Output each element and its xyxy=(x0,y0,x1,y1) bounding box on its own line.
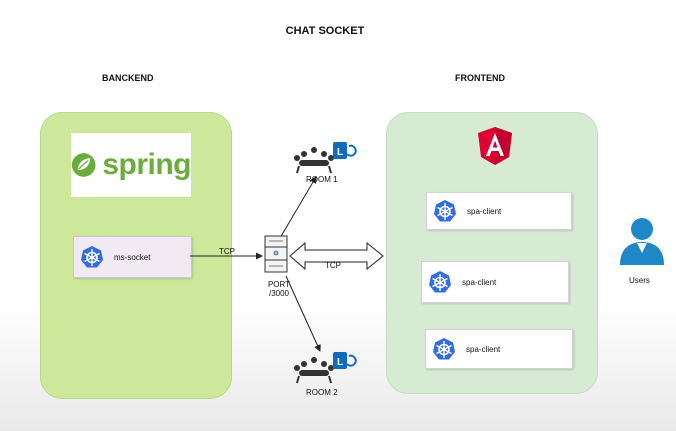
spa-client-label: spa-client xyxy=(467,206,502,216)
port-label-line1: PORT xyxy=(267,280,291,289)
spa-client-label: spa-client xyxy=(466,344,501,354)
server-port-icon xyxy=(264,235,288,273)
spring-logo: spring xyxy=(71,133,191,197)
spring-logo-text: spring xyxy=(102,148,191,181)
svg-text:L: L xyxy=(337,147,343,158)
users-label: Users xyxy=(629,276,650,285)
ms-socket-label: ms-socket xyxy=(114,252,151,262)
tcp-left-label: TCP xyxy=(219,247,235,256)
backend-label: BANCKEND xyxy=(102,73,154,83)
tcp-double-arrow xyxy=(289,241,384,271)
meeting-room-icon: L xyxy=(294,352,357,384)
user-icon xyxy=(620,218,664,265)
meeting-room-icon: L xyxy=(294,142,357,174)
svg-text:L: L xyxy=(337,357,343,368)
kubernetes-icon xyxy=(81,246,103,268)
room2-label: ROOM 2 xyxy=(306,388,338,397)
ms-socket-service: ms-socket xyxy=(73,236,192,278)
room1-connector xyxy=(279,176,317,239)
spring-leaf-icon xyxy=(71,153,96,177)
diagram-title: CHAT SOCKET xyxy=(285,25,365,37)
kubernetes-icon xyxy=(434,200,456,222)
room2-connector xyxy=(285,275,321,352)
spa-client-card: spa-client xyxy=(421,261,569,303)
spa-client-card: spa-client xyxy=(426,192,572,230)
port-label-line2: /3000 xyxy=(268,289,290,298)
port-label: PORT /3000 xyxy=(259,280,299,298)
spa-client-label: spa-client xyxy=(462,277,497,287)
angular-logo-icon xyxy=(478,127,512,165)
kubernetes-icon xyxy=(433,338,455,360)
frontend-label: FRONTEND xyxy=(455,73,505,83)
room1-label: ROOM 1 xyxy=(306,175,338,184)
spa-client-card: spa-client xyxy=(425,329,573,369)
kubernetes-icon xyxy=(429,271,451,293)
tcp-right-label: TCP xyxy=(325,261,341,270)
